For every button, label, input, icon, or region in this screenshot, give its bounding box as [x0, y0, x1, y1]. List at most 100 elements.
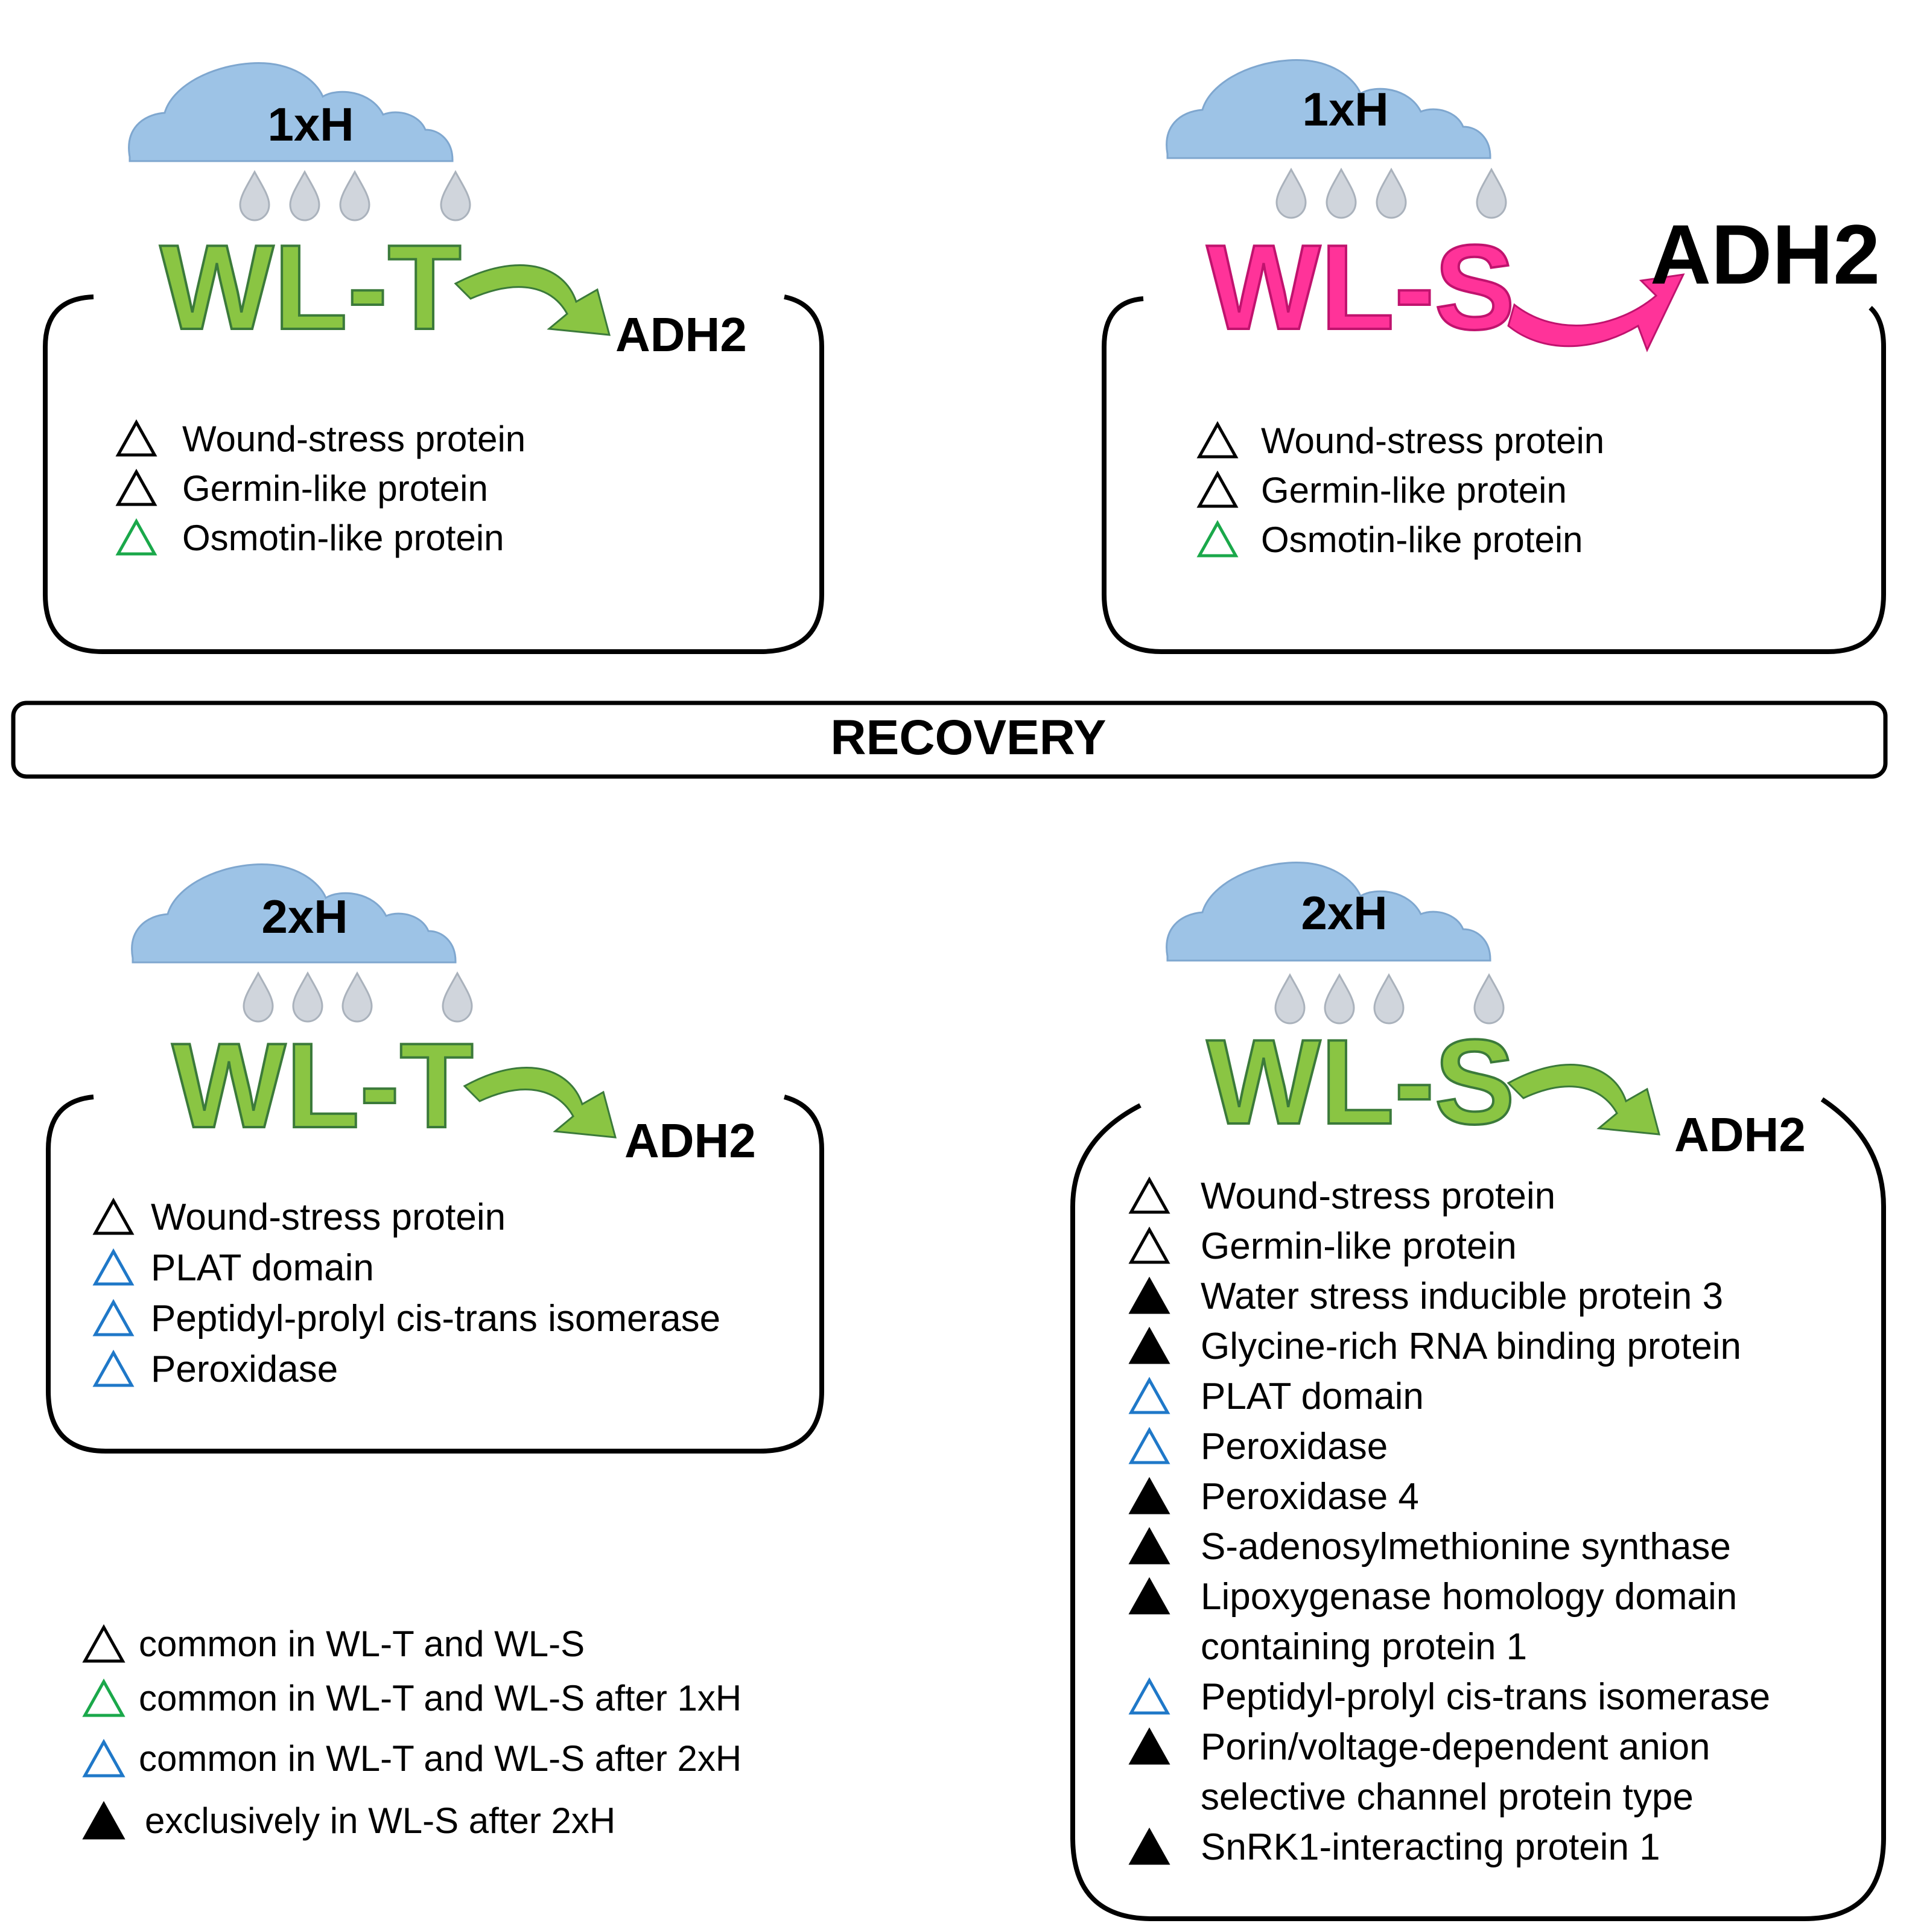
list-item-text: Glycine-rich RNA binding protein	[1201, 1326, 1741, 1367]
open-black-triangle-icon	[115, 419, 157, 457]
target-label: ADH2	[1650, 207, 1880, 302]
recovery-label: RECOVERY	[830, 710, 1106, 765]
list-item-text: Lipoxygenase homology domain	[1201, 1576, 1737, 1618]
list-item: PLAT domain	[92, 1247, 374, 1289]
list-item-text: common in WL-T and WL-S after 2xH	[139, 1738, 741, 1779]
panel-frame	[43, 294, 824, 654]
list-item: Osmotin-like protein	[1196, 520, 1583, 560]
legend-item: common in WL-T and WL-S	[82, 1624, 585, 1664]
panel-frame	[46, 1095, 824, 1454]
list-item-text: Peroxidase 4	[1201, 1476, 1419, 1517]
panel-frame	[1102, 296, 1886, 654]
open-black-triangle-icon	[1196, 470, 1239, 508]
cloud-label: 2xH	[261, 890, 348, 943]
filled-black-triangle-icon	[1128, 1276, 1170, 1314]
recovery-frame	[11, 701, 1888, 779]
open-black-triangle-icon	[1128, 1176, 1170, 1214]
list-item: Wound-stress protein	[115, 419, 526, 459]
target-label: ADH2	[1674, 1108, 1806, 1161]
list-item: Osmotin-like protein	[115, 518, 504, 558]
genotype-label: WL-S	[1207, 220, 1515, 355]
legend: common in WL-T and WL-S common in WL-T an…	[82, 1624, 741, 1841]
arrow-icon	[1507, 1064, 1661, 1136]
list-item: Peroxidase 4	[1128, 1476, 1419, 1517]
filled-black-triangle-icon	[1128, 1577, 1170, 1615]
filled-black-triangle-icon	[82, 1800, 125, 1840]
arrow-icon	[463, 1067, 617, 1139]
list-item: PLAT domain	[1128, 1376, 1424, 1417]
list-item: Wound-stress protein	[1196, 421, 1604, 461]
list-item: Porin/voltage-dependent anion selective c…	[1128, 1726, 1710, 1818]
list-item: Peptidyl-prolyl cis-trans isomerase	[1128, 1676, 1770, 1718]
open-blue-triangle-icon	[1128, 1677, 1170, 1715]
cloud-label: 1xH	[267, 98, 354, 151]
list-item: Peroxidase	[1128, 1426, 1388, 1467]
list-item: Germin-like protein	[1128, 1225, 1517, 1267]
filled-black-triangle-icon	[1128, 1827, 1170, 1865]
filled-black-triangle-icon	[1128, 1326, 1170, 1364]
genotype-label: WL-S	[1207, 1015, 1515, 1149]
open-black-triangle-icon	[1196, 421, 1239, 459]
legend-item: common in WL-T and WL-S after 1xH	[82, 1678, 741, 1718]
recovery-bar: RECOVERY	[11, 701, 1888, 779]
list-item-text: Wound-stress protein	[182, 419, 526, 459]
list-item-text: Porin/voltage-dependent anion	[1201, 1726, 1710, 1768]
list-item: Germin-like protein	[1196, 470, 1567, 510]
panel-top-right: 1xH WL-S ADH2 Wound-stress proteinGermin…	[1102, 59, 1886, 654]
open-black-triangle-icon	[82, 1624, 125, 1663]
open-blue-triangle-icon	[82, 1738, 125, 1778]
panel-top-left: 1xH WL-T ADH2 Wound-stress proteinGermin…	[43, 62, 824, 654]
list-item: SnRK1-interacting protein 1	[1128, 1826, 1660, 1868]
arrow-icon	[1507, 273, 1685, 352]
list-item-text: Osmotin-like protein	[182, 518, 504, 558]
list-item-text: Wound-stress protein	[1261, 421, 1604, 461]
list-item-text: Peroxidase	[151, 1349, 338, 1390]
target-label: ADH2	[624, 1114, 756, 1168]
cloud-label: 2xH	[1301, 886, 1387, 939]
open-green-triangle-icon	[1196, 520, 1239, 558]
list-item-text: Peroxidase	[1201, 1426, 1388, 1467]
list-item-text: Water stress inducible protein 3	[1201, 1276, 1723, 1317]
list-item-text: Germin-like protein	[1201, 1225, 1517, 1267]
list-item-text: common in WL-T and WL-S after 1xH	[139, 1678, 741, 1718]
list-item: Wound-stress protein	[92, 1196, 506, 1238]
filled-black-triangle-icon	[1128, 1476, 1170, 1514]
arrow-icon	[454, 264, 611, 336]
legend-item: exclusively in WL-S after 2xH	[82, 1800, 615, 1841]
open-black-triangle-icon	[92, 1197, 135, 1235]
filled-black-triangle-icon	[1128, 1527, 1170, 1565]
list-item: Water stress inducible protein 3	[1128, 1276, 1723, 1317]
cloud-label: 1xH	[1302, 83, 1388, 136]
open-blue-triangle-icon	[92, 1248, 135, 1286]
genotype-label: WL-T	[160, 220, 462, 355]
list-item: Peroxidase	[92, 1349, 338, 1390]
list-item-text: Peptidyl-prolyl cis-trans isomerase	[151, 1298, 720, 1339]
list-item-text: selective channel protein type	[1201, 1776, 1694, 1818]
list-item: S-adenosylmethionine synthase	[1128, 1526, 1731, 1568]
list-item: Glycine-rich RNA binding protein	[1128, 1326, 1741, 1367]
list-item-text: Germin-like protein	[182, 468, 488, 509]
open-green-triangle-icon	[82, 1678, 125, 1717]
open-blue-triangle-icon	[92, 1298, 135, 1336]
list-item-text: SnRK1-interacting protein 1	[1201, 1826, 1660, 1868]
list-item-text: PLAT domain	[151, 1247, 374, 1289]
list-item-text: S-adenosylmethionine synthase	[1201, 1526, 1731, 1568]
filled-black-triangle-icon	[1128, 1727, 1170, 1765]
list-item-text: PLAT domain	[1201, 1376, 1424, 1417]
list-item-text: Wound-stress protein	[1201, 1175, 1555, 1217]
genotype-label: WL-T	[172, 1018, 474, 1153]
list-item: Peptidyl-prolyl cis-trans isomerase	[92, 1298, 720, 1339]
open-blue-triangle-icon	[92, 1349, 135, 1387]
panel-frame	[1070, 1097, 1886, 1921]
open-green-triangle-icon	[115, 518, 157, 556]
legend-item: common in WL-T and WL-S after 2xH	[82, 1738, 741, 1779]
list-item-text: common in WL-T and WL-S	[139, 1624, 585, 1664]
open-blue-triangle-icon	[1128, 1426, 1170, 1464]
list-item-text: Osmotin-like protein	[1261, 520, 1583, 560]
